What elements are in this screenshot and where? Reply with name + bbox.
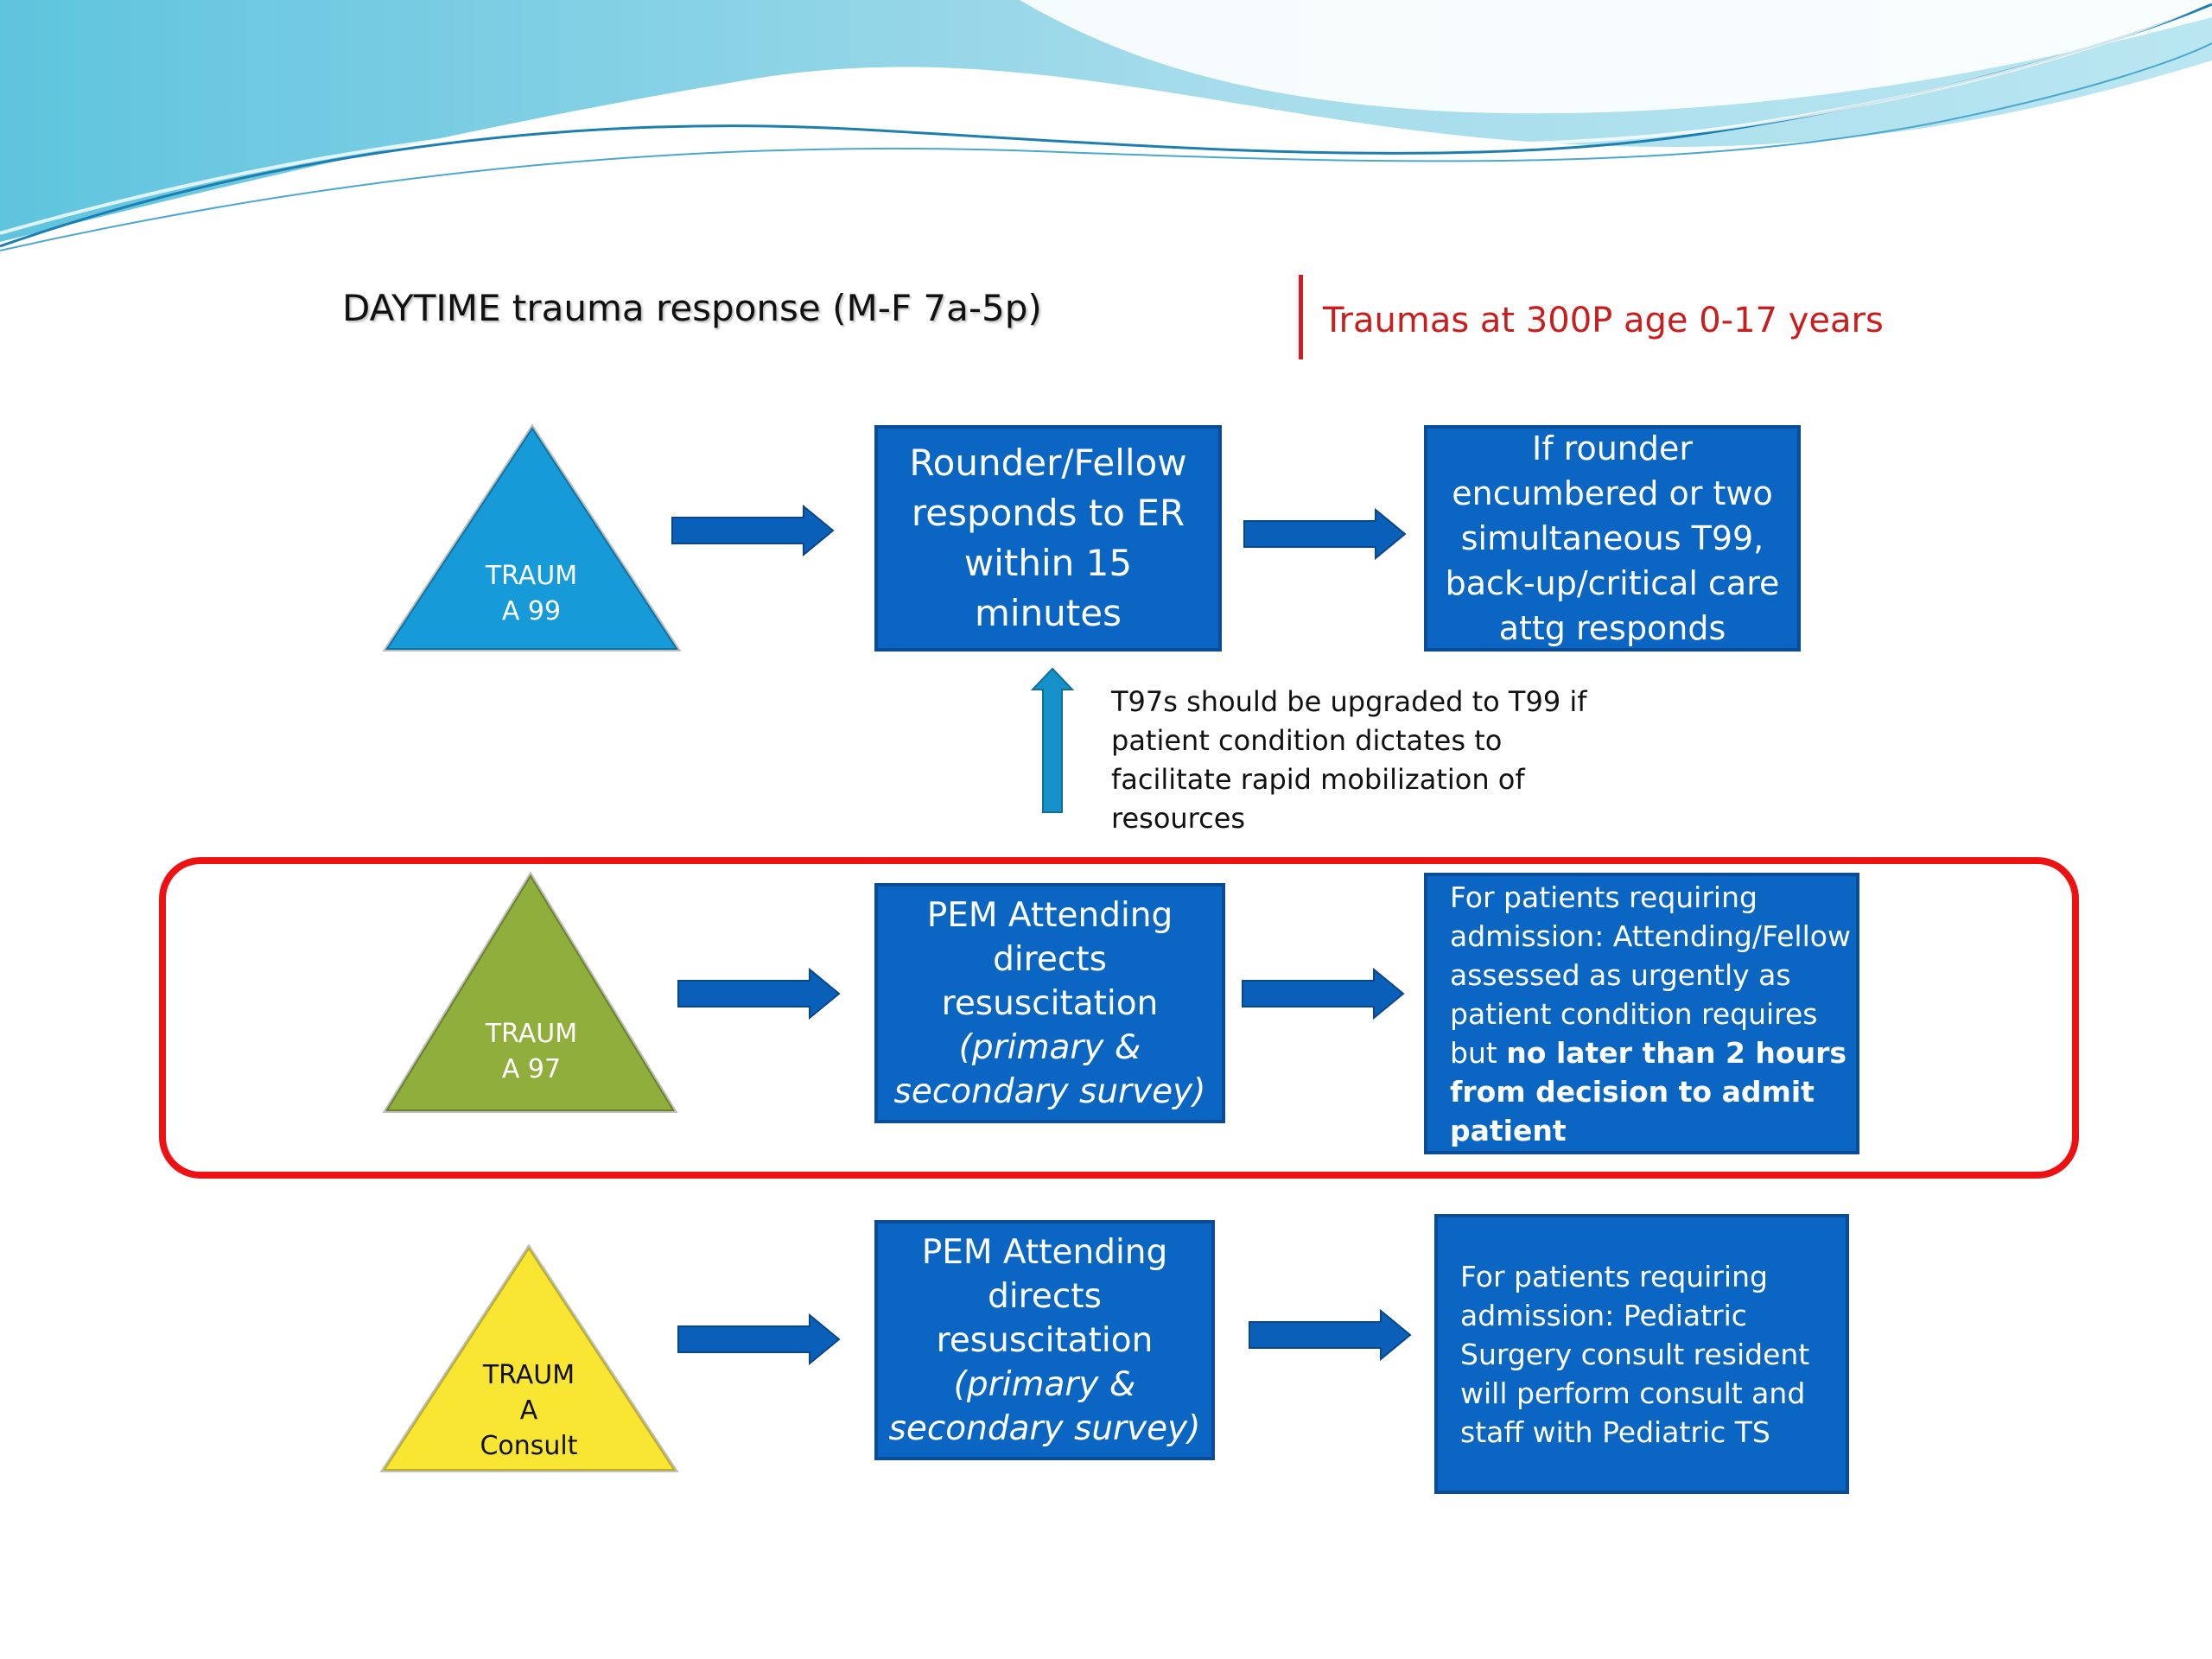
upgrade-note-line: T97s should be upgraded to T99 if	[1111, 685, 1587, 718]
flow-arrow-right	[1243, 507, 1407, 561]
upgrade-note-line: patient condition dictates to	[1111, 724, 1503, 757]
box-text-line: admission: Pediatric	[1460, 1298, 1747, 1332]
escalation-box: For patients requiring admission: Attendi…	[1424, 873, 1859, 1154]
box-text-line: will perform consult and	[1460, 1376, 1806, 1410]
trauma-level-triangle	[382, 423, 682, 652]
box-text-line: staff with Pediatric TS	[1460, 1414, 1770, 1449]
trauma-level-label-line: TRAUM	[482, 1360, 575, 1390]
box-text-line: patient	[1450, 1113, 1567, 1147]
box-text-line: responds to ER	[911, 492, 1185, 534]
page-title: DAYTIME trauma response (M-F 7a-5p)	[342, 287, 1042, 329]
box-text-line: attg responds	[1498, 609, 1726, 647]
box-text-line: but no later than 2 hours	[1450, 1035, 1847, 1070]
box-text-line: resuscitation	[936, 1320, 1154, 1360]
box-text-line: from decision to admit	[1450, 1074, 1815, 1109]
flow-arrow-right	[677, 967, 841, 1020]
emphasis-text: no later than 2 hours	[1506, 1035, 1847, 1070]
box-text-line: directs	[988, 1276, 1102, 1316]
box-text-line: For patients requiring	[1460, 1259, 1768, 1294]
trauma-level-label: TRAUM A Consult	[455, 1357, 602, 1464]
header-wave-decoration	[0, 0, 2212, 251]
scope-label: Traumas at 300P age 0-17 years	[1323, 301, 1884, 340]
scope-accent-bar	[1299, 275, 1303, 359]
box-text-line: patient condition requires	[1450, 996, 1818, 1031]
box-text-line: (primary &	[953, 1364, 1136, 1404]
trauma-level-triangle	[379, 1243, 679, 1472]
box-text-line: admission: Attending/Fellow	[1450, 918, 1851, 953]
box-text-line: resuscitation	[941, 983, 1159, 1023]
escalation-box: For patients requiring admission: Pediatr…	[1434, 1214, 1849, 1494]
box-text-line: Surgery consult resident	[1460, 1337, 1810, 1371]
trauma-level-triangle	[382, 871, 678, 1113]
box-text-line: simultaneous T99,	[1460, 519, 1764, 557]
trauma-level-label: TRAUM A 99	[458, 558, 605, 629]
flow-arrow-right	[671, 504, 835, 557]
upgrade-note-line: facilitate rapid mobilization of	[1111, 763, 1525, 796]
flow-arrow-right	[1242, 967, 1405, 1020]
trauma-level-label: TRAUM A 97	[458, 1016, 605, 1087]
box-text-line: secondary survey)	[888, 1408, 1201, 1448]
box-text-line: Rounder/Fellow	[909, 442, 1187, 484]
upgrade-note: T97s should be upgraded to T99 if patien…	[1111, 683, 1587, 838]
box-text-line: If rounder	[1532, 429, 1693, 467]
upgrade-note-line: resources	[1111, 802, 1246, 835]
upgrade-arrow-up	[1030, 667, 1075, 813]
box-text-line: minutes	[974, 592, 1122, 634]
trauma-97-highlight-frame	[159, 857, 2079, 1179]
initial-response-box: Rounder/Fellow responds to ER within 15 min…	[874, 425, 1222, 652]
box-text-line: secondary survey)	[893, 1071, 1206, 1111]
flow-arrow-right	[677, 1313, 841, 1366]
trauma-level-label-line: A	[519, 1395, 538, 1426]
box-text-line: For patients requiring	[1450, 880, 1758, 914]
box-text-line: within 15	[963, 542, 1133, 584]
trauma-level-label-line: A 97	[501, 1054, 562, 1084]
box-text-line: directs	[993, 939, 1107, 979]
trauma-level-label-line: A 99	[501, 596, 562, 626]
trauma-level-label-line: TRAUM	[485, 1019, 578, 1049]
box-text-line: PEM Attending	[921, 1232, 1168, 1272]
trauma-level-label-line: TRAUM	[485, 561, 578, 591]
box-text-line: assessed as urgently as	[1450, 957, 1791, 992]
flow-arrow-right	[1249, 1308, 1412, 1362]
trauma-level-label-line: Consult	[480, 1431, 578, 1461]
escalation-box: If rounder encumbered or two simultaneous …	[1424, 425, 1801, 652]
box-text-line: encumbered or two	[1452, 474, 1773, 512]
box-text-line: back-up/critical care	[1445, 564, 1780, 602]
box-text-line: (primary &	[958, 1027, 1141, 1067]
box-text-line: PEM Attending	[926, 895, 1173, 935]
